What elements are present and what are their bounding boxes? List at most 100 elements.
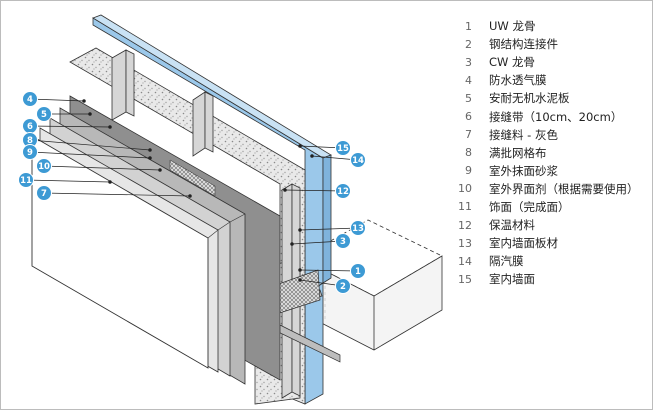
legend-number: 14 bbox=[458, 254, 472, 268]
callout-number: 13 bbox=[352, 224, 364, 234]
legend-number: 15 bbox=[458, 272, 472, 286]
callout-badge-13: 13 bbox=[350, 220, 366, 236]
legend-item: 15 室内墙面 bbox=[452, 270, 650, 288]
leader-line-13 bbox=[299, 227, 359, 231]
legend-item: 10 室外界面剂（根据需要使用） bbox=[452, 180, 650, 198]
leader-dot-5 bbox=[88, 112, 92, 116]
legend-number: 3 bbox=[465, 55, 472, 69]
leader-line-1 bbox=[299, 269, 359, 272]
leader-dot-13 bbox=[298, 228, 302, 232]
legend-number: 4 bbox=[465, 73, 472, 87]
leader-line-6 bbox=[29, 125, 111, 128]
callout-badge-15: 15 bbox=[335, 140, 351, 156]
leader-dot-6 bbox=[108, 125, 112, 129]
leader-dot-14 bbox=[310, 154, 314, 158]
legend-label: 接缝带（10cm、20cm） bbox=[489, 109, 623, 124]
callout-circle bbox=[22, 144, 38, 160]
leader-dot-12 bbox=[283, 188, 287, 192]
legend-label: 接缝料 - 灰色 bbox=[489, 127, 558, 142]
legend-item: 14 隔汽膜 bbox=[452, 252, 650, 270]
callout-number: 2 bbox=[340, 282, 346, 292]
legend-label: CW 龙骨 bbox=[489, 55, 536, 70]
callout-number: 15 bbox=[337, 144, 349, 154]
callout-badge-14: 14 bbox=[350, 152, 366, 168]
leader-dot-2 bbox=[298, 278, 302, 282]
callout-number: 12 bbox=[337, 187, 349, 197]
callout-badge-5: 5 bbox=[36, 106, 52, 122]
leader-line-10 bbox=[43, 165, 161, 171]
callout-badge-7: 7 bbox=[36, 185, 52, 201]
legend-label: 饰面（完成面） bbox=[489, 199, 570, 214]
legend-item: 7 接缝料 - 灰色 bbox=[452, 126, 650, 144]
legend-number: 1 bbox=[465, 19, 472, 33]
legend-item: 5 安耐无机水泥板 bbox=[452, 89, 650, 107]
legend-label: 室外抹面砂浆 bbox=[489, 163, 558, 178]
callout-number: 14 bbox=[352, 156, 364, 166]
callout-circle bbox=[335, 233, 351, 249]
leader-line-4 bbox=[29, 98, 85, 102]
legend-number: 8 bbox=[465, 146, 472, 160]
legend-label: 室外界面剂（根据需要使用） bbox=[489, 181, 639, 196]
legend-label: 满批网格布 bbox=[489, 145, 547, 160]
leader-dot-7 bbox=[188, 194, 192, 198]
legend-number: 11 bbox=[458, 200, 472, 214]
callout-circle bbox=[350, 152, 366, 168]
leader-dot-3 bbox=[290, 242, 294, 246]
leader-dot-15 bbox=[298, 144, 302, 148]
callout-number: 8 bbox=[27, 136, 33, 146]
callout-circle bbox=[36, 185, 52, 201]
leader-line-3 bbox=[291, 240, 344, 245]
joint-mesh bbox=[169, 159, 216, 197]
legend-label: 防水透气膜 bbox=[489, 73, 547, 88]
legend-label: 隔汽膜 bbox=[489, 254, 524, 269]
callout-circle bbox=[335, 140, 351, 156]
callout-badge-12: 12 bbox=[335, 183, 351, 199]
legend-label: 室内墙面板材 bbox=[489, 236, 558, 251]
callout-badge-10: 10 bbox=[36, 158, 52, 174]
leader-line-9 bbox=[29, 151, 151, 159]
legend-label: 室内墙面 bbox=[489, 272, 535, 287]
legend-item: 12 保温材料 bbox=[452, 216, 650, 234]
callout-badge-1: 1 bbox=[350, 263, 366, 279]
legend-item: 8 满批网格布 bbox=[452, 144, 650, 162]
callout-number: 1 bbox=[355, 267, 361, 277]
callout-number: 9 bbox=[27, 148, 33, 158]
legend-item: 13 室内墙面板材 bbox=[452, 234, 650, 252]
leader-dot-8 bbox=[148, 148, 152, 152]
legend-number: 7 bbox=[465, 128, 472, 142]
leader-dot-1 bbox=[298, 268, 302, 272]
callout-circle bbox=[335, 183, 351, 199]
legend-number: 9 bbox=[465, 164, 472, 178]
callout-number: 11 bbox=[20, 176, 32, 186]
callout-circle bbox=[350, 263, 366, 279]
callout-badge-11: 11 bbox=[18, 172, 34, 188]
legend-item: 3 CW 龙骨 bbox=[452, 53, 650, 71]
legend-label: 保温材料 bbox=[489, 218, 535, 233]
legend-item: 9 室外抹面砂浆 bbox=[452, 162, 650, 180]
callout-number: 10 bbox=[38, 162, 50, 172]
callout-circle bbox=[350, 220, 366, 236]
leader-dot-10 bbox=[158, 168, 162, 172]
callout-badge-9: 9 bbox=[22, 144, 38, 160]
legend-number: 13 bbox=[458, 236, 472, 250]
leader-dot-11 bbox=[108, 180, 112, 184]
legend-label: 安耐无机水泥板 bbox=[489, 91, 570, 106]
legend-label: UW 龙骨 bbox=[489, 19, 536, 34]
legend-number: 5 bbox=[465, 91, 472, 105]
legend-number: 12 bbox=[458, 218, 472, 232]
callout-circle bbox=[36, 158, 52, 174]
leader-line-12 bbox=[284, 189, 344, 192]
callout-number: 3 bbox=[340, 237, 346, 247]
leader-dot-9 bbox=[148, 156, 152, 160]
leader-line-11 bbox=[25, 179, 111, 183]
leader-line-7 bbox=[43, 192, 191, 197]
callout-badge-3: 3 bbox=[335, 233, 351, 249]
callout-number: 5 bbox=[41, 110, 47, 120]
callout-badge-2: 2 bbox=[335, 278, 351, 294]
legend-number: 10 bbox=[458, 182, 472, 196]
